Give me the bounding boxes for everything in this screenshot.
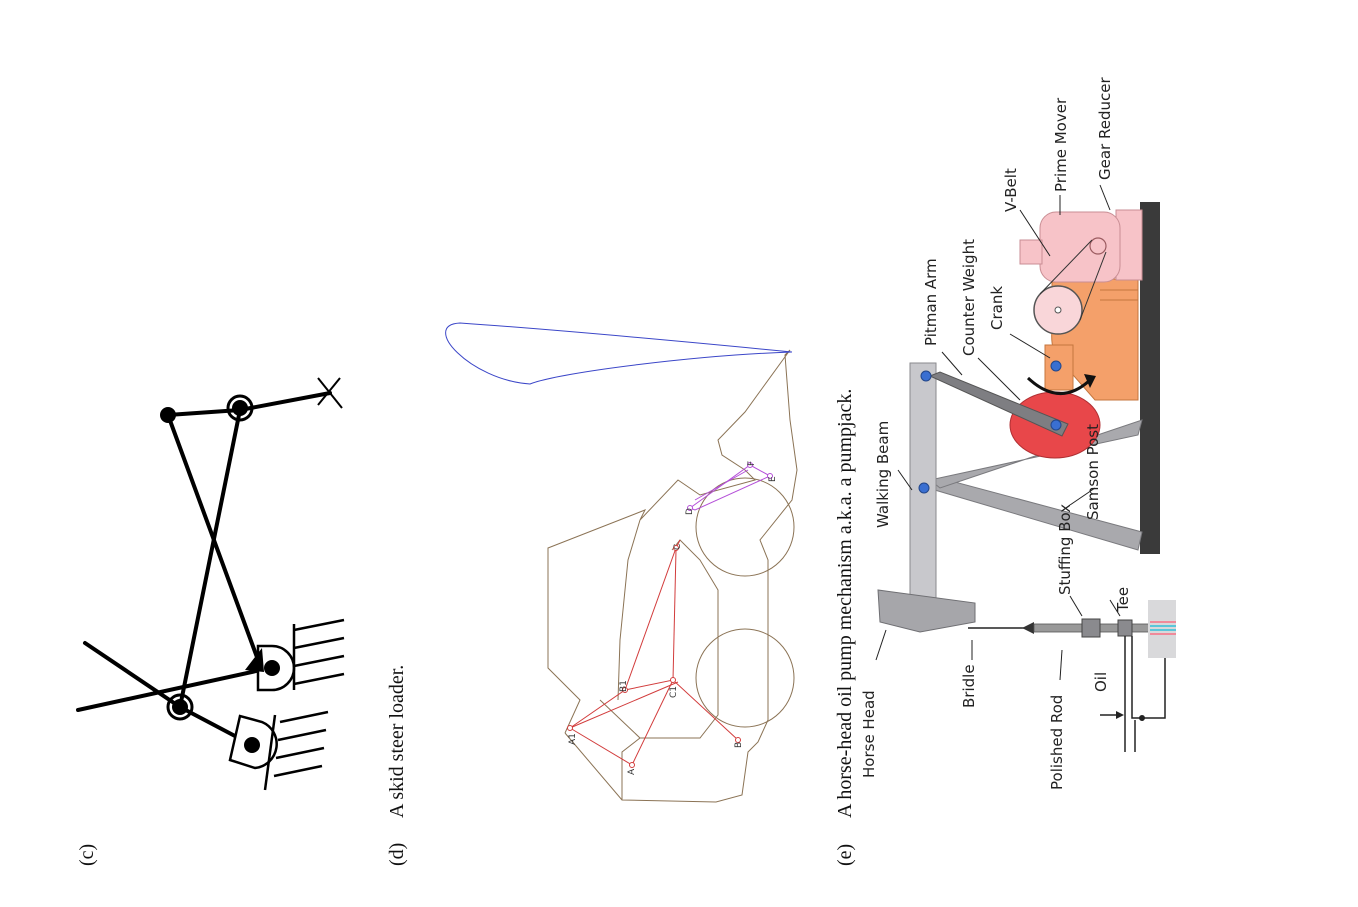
pt-e: E <box>768 476 778 482</box>
link-output <box>238 391 332 412</box>
label-gear-reducer: Gear Reducer <box>1096 77 1114 180</box>
pt-a: A <box>627 768 637 775</box>
link-lower-arm <box>83 641 182 709</box>
horse-head <box>877 589 976 633</box>
bucket-path <box>445 322 793 385</box>
stuffing-box-part <box>1081 618 1101 638</box>
label-v-belt: V-Belt <box>1002 168 1020 212</box>
joint-top-right <box>232 400 248 416</box>
joint-ground-lower <box>244 737 260 753</box>
output-point-marker <box>317 377 343 409</box>
label-pitman-arm: Pitman Arm <box>922 258 940 346</box>
joint-top-left <box>160 407 176 423</box>
pt-c: C <box>673 544 683 550</box>
pt-d: D <box>685 508 695 515</box>
joint-ground-upper <box>264 660 280 676</box>
joint-lower <box>172 699 188 715</box>
label-walking-beam: Walking Beam <box>874 421 892 528</box>
link-lower-bar <box>76 666 272 712</box>
pumpjack-base <box>1140 202 1160 554</box>
label-tee: Tee <box>1114 587 1132 613</box>
label-samson-post: Samson Post <box>1084 424 1102 520</box>
label-bridle: Bridle <box>960 664 978 708</box>
rotation-arrow <box>1026 376 1092 395</box>
pins <box>918 360 1062 494</box>
leader-lines <box>875 184 1121 681</box>
walking-beam <box>909 362 937 629</box>
label-prime-mover: Prime Mover <box>1052 97 1070 192</box>
loader-body <box>547 349 798 803</box>
pt-a1: A1 <box>568 733 578 745</box>
label-horse-head: Horse Head <box>860 690 878 778</box>
pitman-arm <box>928 371 1069 437</box>
pt-b1: B1 <box>619 680 629 692</box>
prime-mover <box>1039 211 1121 283</box>
joint-triangle <box>245 648 264 672</box>
label-counter-weight: Counter Weight <box>960 239 978 356</box>
label-oil: Oil <box>1092 672 1110 692</box>
pt-b: B <box>734 742 744 748</box>
label-stuffing-box: Stuffing Box <box>1056 504 1074 595</box>
tee-part <box>1117 619 1133 637</box>
flow-line <box>1124 636 1166 752</box>
link-right-diagonal <box>178 408 242 709</box>
joint-top-right-ring <box>226 394 254 422</box>
pt-c1: C1 <box>669 686 679 698</box>
label-crank: Crank <box>988 286 1006 330</box>
label-polished-rod: Polished Rod <box>1048 695 1066 790</box>
joint-lower-ring <box>166 693 194 721</box>
pt-f: F <box>747 461 757 466</box>
